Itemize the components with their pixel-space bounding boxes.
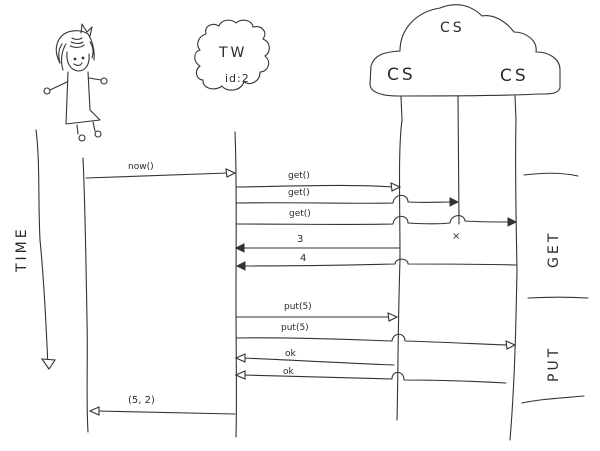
cloud-icon [369, 4, 561, 97]
message-reply-4: 4 [235, 253, 517, 271]
messages: now() get() get() get() × 3 [85, 162, 518, 416]
lifeline-cs3 [509, 95, 518, 441]
cs-label-3: CS [500, 66, 529, 86]
lifeline-cs1 [396, 95, 403, 421]
message-ok-cs1: ok [234, 349, 395, 366]
message-ok-cs3: ok [234, 367, 507, 384]
message-label: 4 [300, 253, 306, 264]
message-label: ok [285, 349, 297, 359]
phase-label-put: PUT [546, 346, 562, 382]
cs-cluster-label: CS [440, 20, 465, 36]
message-label: (5, 2) [128, 395, 155, 406]
lifeline-client [82, 157, 89, 433]
message-put-cs1: put(5) [235, 302, 399, 322]
message-result: (5, 2) [88, 395, 236, 416]
message-label: get() [289, 209, 311, 219]
girl-figure-icon [43, 23, 108, 142]
tw-id-label: id:2 [225, 72, 250, 85]
message-label: now() [128, 162, 154, 172]
message-label: put(5) [284, 302, 312, 312]
cloud-icon [194, 19, 270, 91]
message-put-cs3: put(5) [235, 323, 517, 350]
message-label: ok [283, 367, 295, 377]
time-label: TIME [14, 226, 30, 273]
phase-markers: GET PUT [521, 172, 589, 404]
message-label: get() [288, 171, 310, 181]
message-get-cs3: get() × [235, 209, 518, 242]
phase-label-get: GET [546, 231, 562, 268]
message-label: put(5) [281, 323, 309, 333]
cs-label-1: CS [387, 65, 416, 85]
message-reply-3: 3 [234, 234, 400, 253]
tw-label: TW [218, 45, 247, 61]
tw-participant: TW id:2 [194, 19, 270, 91]
lifelines [82, 95, 518, 441]
message-get-cs2: get() [235, 188, 460, 207]
message-get-cs1: get() [235, 171, 402, 192]
message-now: now() [85, 162, 237, 179]
time-axis: TIME [14, 129, 56, 370]
message-label: 3 [297, 234, 303, 245]
failure-marker: × [452, 231, 460, 242]
lifeline-cs2 [457, 95, 460, 225]
cs-cluster: CS CS CS [369, 4, 561, 97]
lifeline-tw [234, 131, 237, 438]
message-label: get() [288, 188, 310, 198]
